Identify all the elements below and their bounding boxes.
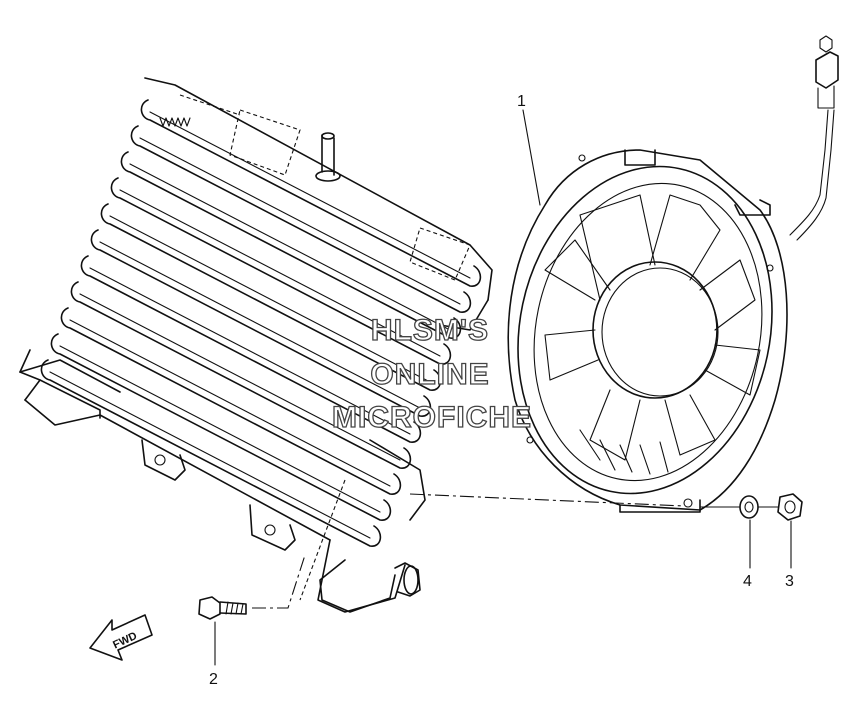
bolt (198, 596, 247, 620)
radiator-fin (80, 255, 422, 443)
leader-line-fan-mount (409, 493, 685, 507)
fan-assembly (507, 35, 839, 513)
watermark-line-3: MICROFICHE (332, 401, 532, 434)
radiator-fin (110, 177, 452, 365)
radiator-fin (140, 99, 482, 287)
radiator-fin-edge (69, 319, 391, 487)
radiator-fin-edge (49, 371, 371, 539)
radiator-fin (60, 307, 402, 495)
radiator-fin (50, 333, 392, 521)
nut (777, 493, 803, 521)
radiator-fin-edge (129, 163, 451, 331)
radiator-fin-edge (119, 189, 441, 357)
radiator-fin-edge (99, 241, 421, 409)
radiator-fins (40, 99, 482, 547)
watermark-line-2: ONLINE (370, 358, 489, 391)
radiator-fin (100, 203, 442, 391)
callout-1: 1 (517, 93, 526, 110)
radiator (19, 77, 493, 613)
radiator-fin-edge (139, 137, 461, 305)
callout-3: 3 (785, 573, 794, 590)
callout-4: 4 (743, 573, 752, 590)
radiator-fin-edge (149, 111, 471, 279)
leader-line-bolt (252, 554, 306, 609)
radiator-fin (120, 151, 462, 339)
radiator-fin-edge (79, 293, 401, 461)
radiator-fin (90, 229, 432, 417)
radiator-fin (70, 281, 412, 469)
watermark-line-1: HLSM'S (371, 314, 489, 347)
radiator-fin-edge (59, 345, 381, 513)
radiator-fin-edge (89, 267, 411, 435)
fwd-label: FWD (111, 630, 139, 651)
washer (739, 495, 759, 519)
callout-2: 2 (209, 671, 218, 688)
fwd-arrow-icon: FWD (89, 614, 153, 661)
radiator-fin (40, 359, 382, 547)
radiator-fin-edge (109, 215, 431, 383)
radiator-fin (130, 125, 472, 313)
